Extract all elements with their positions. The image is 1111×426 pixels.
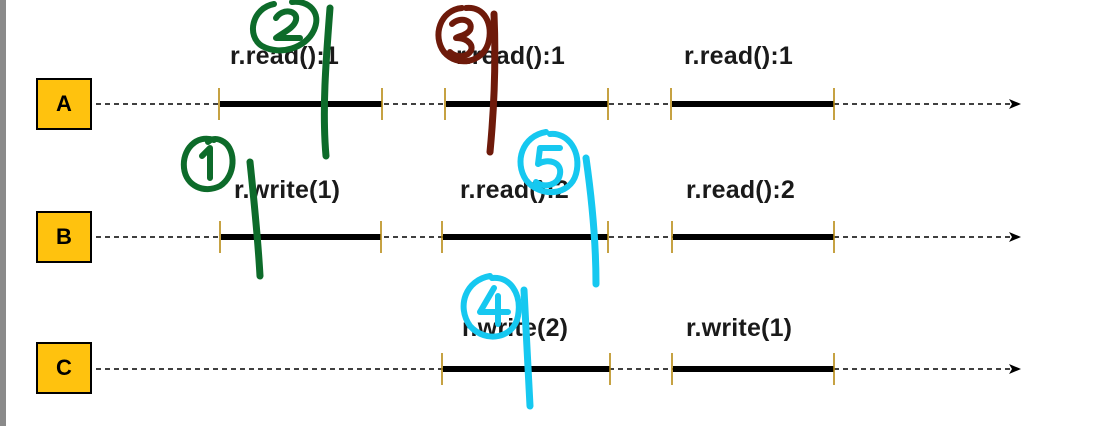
operation-label-b-3: r.read():2 <box>686 176 795 204</box>
annotation-2-mark <box>250 0 334 160</box>
operation-b-1 <box>219 221 382 253</box>
operation-label-c-2: r.write(1) <box>686 314 793 342</box>
operation-label-a-3: r.read():1 <box>684 42 793 70</box>
annotation-1-mark <box>180 135 264 280</box>
operation-c-2 <box>671 353 835 385</box>
left-border <box>0 0 6 426</box>
operation-a-2 <box>444 88 609 120</box>
annotation-5-mark <box>517 129 600 288</box>
operation-a-3 <box>670 88 835 120</box>
annotation-3-mark <box>435 4 499 156</box>
operation-label-a-1: r.read():1 <box>230 42 339 70</box>
process-name-a: A <box>56 91 72 116</box>
process-box-a: A <box>36 78 92 130</box>
annotation-4-mark <box>460 273 534 410</box>
operation-a-1 <box>218 88 383 120</box>
process-name-c: C <box>56 355 72 380</box>
operation-b-3 <box>671 221 835 253</box>
process-box-b: B <box>36 211 92 263</box>
operation-b-2 <box>441 221 609 253</box>
process-name-b: B <box>56 224 72 249</box>
process-box-c: C <box>36 342 92 394</box>
